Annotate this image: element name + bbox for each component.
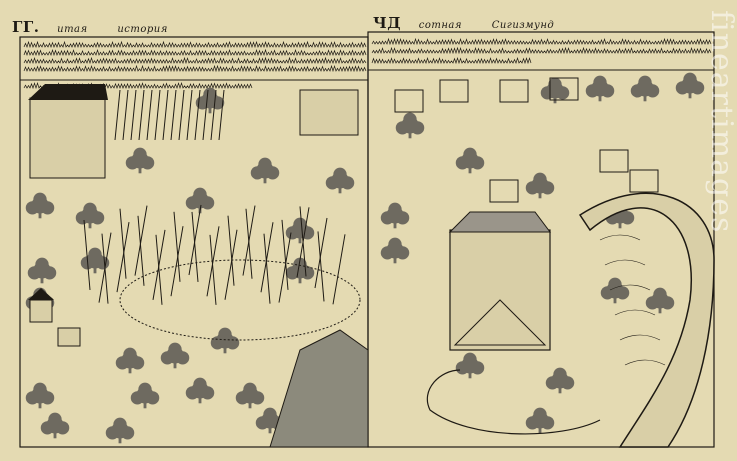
pike xyxy=(117,222,129,292)
army-group xyxy=(395,90,423,112)
tree-icon xyxy=(28,258,56,284)
pike xyxy=(187,90,192,140)
handwritten-text-line xyxy=(372,39,711,44)
right-heading-word: Сигизмунд xyxy=(492,20,555,31)
pike xyxy=(333,234,345,304)
left-panel-number: ГГ. xyxy=(12,18,39,36)
tree-icon xyxy=(251,158,280,184)
handwritten-text-line xyxy=(372,58,531,63)
tree-icon xyxy=(381,238,410,264)
pike xyxy=(210,235,216,305)
pike xyxy=(163,90,168,140)
tree-icon xyxy=(161,343,190,369)
pike xyxy=(261,222,273,292)
watermark: fineartimages xyxy=(704,10,737,233)
handwritten-text-line xyxy=(372,48,711,53)
tree-icon xyxy=(126,148,155,174)
tree-icon xyxy=(41,413,70,439)
tree-icon xyxy=(546,368,574,394)
pike xyxy=(195,90,200,140)
tree-icon xyxy=(646,288,674,314)
handwritten-text-line xyxy=(24,42,366,47)
handwritten-text-line xyxy=(24,58,366,63)
army-group xyxy=(630,170,658,192)
tree-icon xyxy=(396,113,425,139)
army-group xyxy=(440,80,468,102)
tree-icon xyxy=(526,408,554,434)
tree-icon xyxy=(236,383,265,409)
left-panel-heading: ГГ. итая история xyxy=(12,18,194,36)
right-heading-word: сотная xyxy=(419,20,462,31)
tree-icon xyxy=(211,328,240,354)
tree-icon xyxy=(26,193,54,219)
tree-icon xyxy=(456,148,485,174)
building xyxy=(300,90,358,135)
tree-icon xyxy=(116,348,145,374)
gate-roof xyxy=(450,212,550,232)
pike xyxy=(115,90,120,140)
pike xyxy=(131,90,136,140)
handwritten-text-line xyxy=(24,66,366,71)
river xyxy=(580,193,714,447)
pike xyxy=(179,90,184,140)
pike xyxy=(315,218,327,288)
handwritten-text-line xyxy=(24,50,366,55)
tree-icon xyxy=(541,78,569,104)
tree-icon xyxy=(381,203,410,229)
pike xyxy=(189,205,201,275)
tree-icon xyxy=(676,73,704,99)
river-wave xyxy=(605,260,645,265)
tree-icon xyxy=(631,76,659,102)
tree-icon xyxy=(456,353,485,379)
right-panel-heading: ЧД сотная Сигизмунд xyxy=(373,14,580,32)
pike xyxy=(225,230,237,300)
tree-icon xyxy=(26,383,54,409)
army-group xyxy=(490,180,518,202)
hut-roof xyxy=(28,288,54,300)
tree-icon xyxy=(586,76,614,102)
tree-icon xyxy=(131,383,160,409)
hut xyxy=(30,300,52,322)
pike xyxy=(123,90,128,140)
pike xyxy=(246,209,252,279)
pike xyxy=(135,206,147,276)
pike xyxy=(139,90,144,140)
pike xyxy=(171,90,176,140)
tree-icon xyxy=(106,418,135,444)
tree-icon xyxy=(601,278,629,304)
tree-icon xyxy=(76,203,105,229)
pike xyxy=(155,90,160,140)
hut xyxy=(58,328,80,346)
army-group xyxy=(500,80,528,102)
pike xyxy=(192,212,198,282)
tree-icon xyxy=(526,173,554,199)
right-panel-number: ЧД xyxy=(373,14,401,32)
pike xyxy=(147,90,152,140)
river-wave xyxy=(620,335,660,340)
army-group xyxy=(600,150,628,172)
river-wave xyxy=(625,360,665,365)
pike xyxy=(171,226,183,296)
building xyxy=(30,98,105,178)
left-heading-word: итая xyxy=(57,24,88,35)
tree-icon xyxy=(186,378,215,404)
hill xyxy=(270,330,368,447)
tree-icon xyxy=(326,168,355,194)
river-wave xyxy=(600,235,640,240)
left-heading-word: история xyxy=(117,24,168,35)
road xyxy=(427,370,600,434)
river-wave xyxy=(615,310,655,315)
